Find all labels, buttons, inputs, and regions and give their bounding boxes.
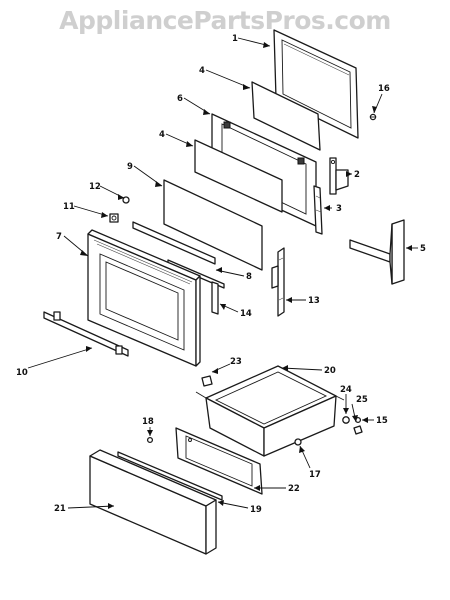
part-screw-18 (146, 436, 154, 444)
callout-19: 19 (250, 505, 262, 515)
callout-14: 14 (240, 309, 252, 319)
callout-22: 22 (288, 484, 300, 494)
part-door-handle (43, 311, 129, 357)
part-glass-lower (194, 139, 283, 213)
part-roller (342, 416, 350, 424)
callout-15: 15 (376, 416, 388, 426)
part-nut (353, 425, 363, 435)
part-l-bracket (349, 219, 405, 285)
part-bumper (201, 375, 213, 387)
callout-9: 9 (127, 162, 133, 172)
callout-13: 13 (308, 296, 320, 306)
callout-4-upper: 4 (199, 66, 205, 76)
part-drawer-front (89, 449, 217, 555)
part-hinge-bracket (271, 247, 285, 317)
callout-20: 20 (324, 366, 336, 376)
callout-7: 7 (56, 232, 62, 242)
callout-8: 8 (246, 272, 252, 282)
part-glass-upper (251, 81, 321, 151)
callout-4-lower: 4 (159, 130, 165, 140)
callout-24: 24 (340, 385, 352, 395)
part-oven-door (87, 229, 201, 367)
callout-12: 12 (89, 182, 101, 192)
callout-2: 2 (354, 170, 360, 180)
part-outer-door-panel (273, 29, 359, 139)
part-inner-glass (163, 179, 263, 271)
callout-18: 18 (142, 417, 154, 427)
callout-11: 11 (63, 202, 75, 212)
part-door-strip (132, 221, 216, 265)
part-storage-drawer (195, 365, 345, 457)
callout-17: 17 (309, 470, 321, 480)
watermark-logo: AppliancePartsPros.com (59, 6, 391, 35)
callout-1: 1 (232, 34, 238, 44)
part-knob-clip (109, 213, 119, 223)
callout-5: 5 (420, 244, 426, 254)
callout-25: 25 (356, 395, 368, 405)
callout-3: 3 (336, 204, 342, 214)
part-screw-16 (369, 113, 377, 121)
callout-6: 6 (177, 94, 183, 104)
part-hinge (329, 157, 349, 195)
leader-lines (27, 37, 418, 509)
part-drawer-stud (294, 438, 302, 446)
part-spacer (122, 196, 130, 204)
part-drawer-back-panel (175, 427, 263, 495)
callout-labels: 1 4 6 4 9 12 11 7 16 2 3 5 8 13 14 10 23… (16, 34, 426, 515)
callout-21: 21 (54, 504, 66, 514)
callout-16: 16 (378, 84, 390, 94)
part-drawer-strip (117, 451, 223, 501)
callout-23: 23 (230, 357, 242, 367)
callout-10: 10 (16, 368, 28, 378)
leader-arrowheads (80, 42, 412, 509)
part-hinge-channel (313, 185, 323, 235)
